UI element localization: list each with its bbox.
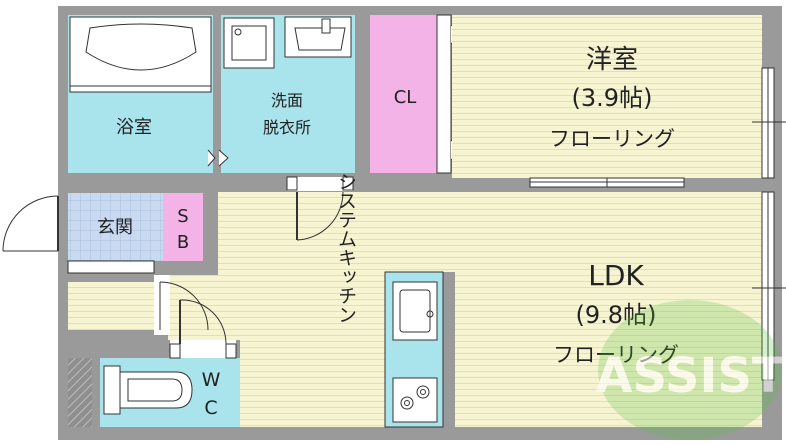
- ldk-floor: [68, 192, 762, 427]
- hall-floor: [68, 282, 160, 330]
- wash-basin-icon: [284, 16, 352, 58]
- washroom-door-icon: [218, 149, 229, 167]
- watermark-text: ASSIST: [595, 348, 785, 404]
- washroom-label-line2: 脱衣所: [263, 118, 311, 137]
- western-window: [761, 67, 775, 179]
- western-room-floor-label: フローリング: [549, 127, 675, 151]
- ldk-floor-label: フローリング: [553, 343, 679, 367]
- watermark-logo: ASSIST: [595, 300, 785, 440]
- closet-label: CL: [394, 87, 417, 108]
- entrance-label: 玄関: [97, 217, 133, 238]
- entrance-floor: [68, 193, 163, 261]
- western-sliding-door: [529, 177, 685, 188]
- stove-icon: [392, 377, 438, 423]
- washroom-label-line1: 洗面: [271, 91, 303, 110]
- entrance-step: [67, 260, 155, 274]
- bathroom-label: 浴室: [116, 117, 152, 138]
- washroom-ldk-door-swing: [286, 176, 354, 241]
- toilet-label-2: C: [204, 397, 217, 419]
- shoe-box-floor: [163, 193, 203, 261]
- western-room-floor: [452, 15, 762, 178]
- sink-icon: [392, 281, 438, 341]
- toilet-label-1: W: [202, 369, 221, 391]
- ldk-window: [761, 191, 775, 381]
- western-room-size: (3.9帖): [572, 84, 653, 112]
- toilet-door-swing: [169, 299, 237, 359]
- entrance-door-swing: [0, 190, 59, 255]
- bathroom-door-icon: [207, 149, 216, 167]
- kitchen-label: システムキッチン: [335, 172, 357, 324]
- shoe-box-label-1: S: [177, 206, 188, 227]
- ldk-size: (9.8帖): [576, 301, 657, 329]
- western-room-label: 洋室: [586, 45, 638, 75]
- washing-machine-icon: [223, 17, 275, 69]
- shoe-box-label-2: B: [177, 232, 189, 253]
- hall-door-swing: [154, 275, 209, 335]
- closet-door: [436, 14, 452, 174]
- pipe-space: [68, 358, 92, 427]
- toilet-icon: [103, 365, 193, 415]
- ldk-label: LDK: [588, 259, 644, 292]
- closet-floor: [370, 15, 438, 173]
- bathtub-icon: [69, 16, 212, 93]
